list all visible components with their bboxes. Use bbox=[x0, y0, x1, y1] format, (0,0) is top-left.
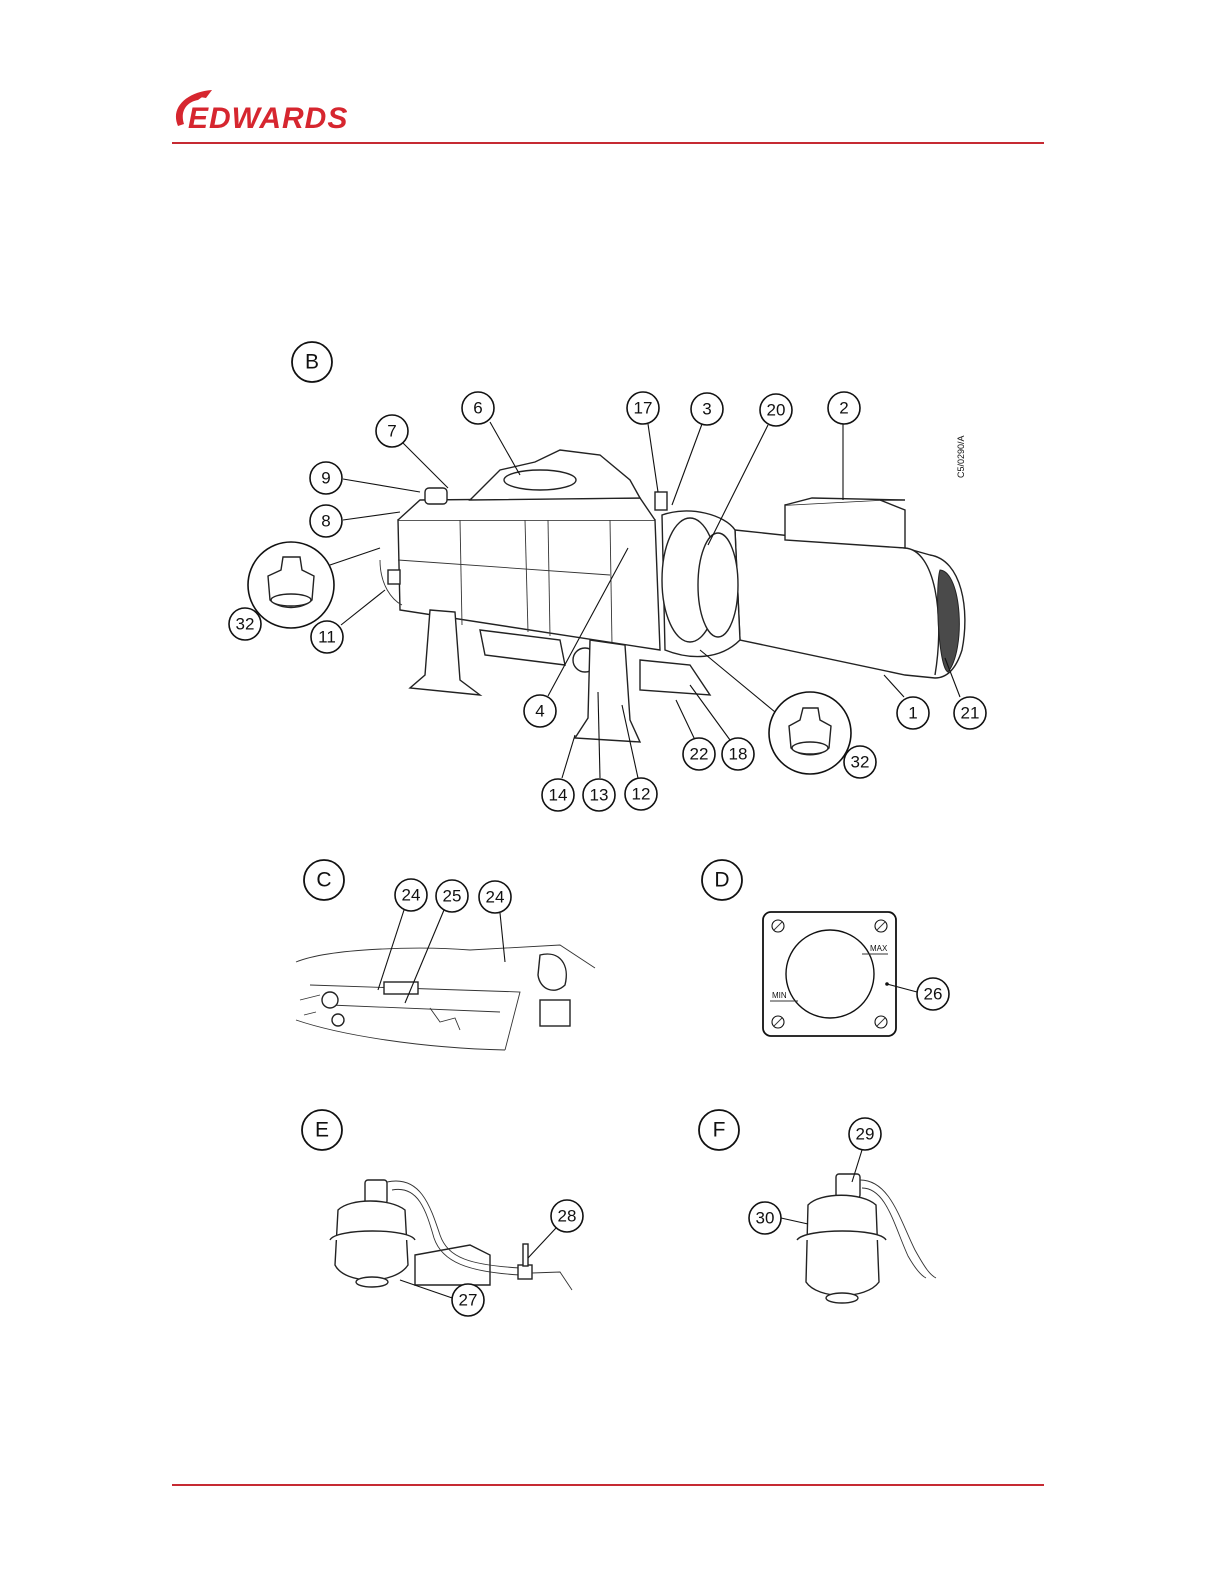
svg-text:32: 32 bbox=[236, 615, 255, 634]
svg-text:17: 17 bbox=[634, 399, 653, 418]
callout-24-left: 24 bbox=[395, 879, 427, 911]
detail-bubble-left bbox=[248, 542, 380, 628]
callout-20: 20 bbox=[760, 394, 792, 426]
panel-label-d: D bbox=[702, 860, 742, 900]
svg-text:20: 20 bbox=[767, 401, 786, 420]
svg-text:21: 21 bbox=[961, 704, 980, 723]
svg-text:13: 13 bbox=[590, 786, 609, 805]
callout-9: 9 bbox=[310, 462, 342, 494]
figure-code: C5/0290/A bbox=[956, 435, 966, 478]
svg-text:18: 18 bbox=[729, 745, 748, 764]
svg-text:14: 14 bbox=[549, 786, 568, 805]
callout-8: 8 bbox=[310, 505, 342, 537]
svg-text:D: D bbox=[714, 869, 729, 892]
callout-12: 12 bbox=[625, 778, 657, 810]
svg-text:B: B bbox=[305, 351, 319, 374]
callout-13: 13 bbox=[583, 779, 615, 811]
svg-text:25: 25 bbox=[443, 887, 462, 906]
panel-c-drawing bbox=[296, 945, 595, 1050]
callout-32-left: 32 bbox=[229, 608, 261, 640]
callout-24-right: 24 bbox=[479, 881, 511, 913]
svg-text:E: E bbox=[315, 1119, 329, 1142]
panel-f-drawing bbox=[781, 1150, 936, 1303]
max-label: MAX bbox=[870, 944, 888, 953]
panel-label-e: E bbox=[302, 1110, 342, 1150]
callout-7: 7 bbox=[376, 415, 408, 447]
callout-2: 2 bbox=[828, 392, 860, 424]
callout-11: 11 bbox=[311, 621, 343, 653]
callout-6: 6 bbox=[462, 392, 494, 424]
svg-text:27: 27 bbox=[459, 1291, 478, 1310]
callout-26: 26 bbox=[917, 978, 949, 1010]
callout-32-right: 32 bbox=[844, 746, 876, 778]
svg-text:26: 26 bbox=[924, 985, 943, 1004]
svg-text:32: 32 bbox=[851, 753, 870, 772]
svg-text:22: 22 bbox=[690, 745, 709, 764]
svg-text:2: 2 bbox=[839, 399, 848, 418]
svg-text:11: 11 bbox=[318, 628, 336, 647]
panel-label-c: C bbox=[304, 860, 344, 900]
svg-text:12: 12 bbox=[632, 785, 651, 804]
svg-text:24: 24 bbox=[486, 888, 505, 907]
callout-18: 18 bbox=[722, 738, 754, 770]
svg-text:1: 1 bbox=[908, 704, 917, 723]
callout-28: 28 bbox=[551, 1200, 583, 1232]
oil-sight-glass-drawing: MAX MIN bbox=[763, 912, 917, 1036]
svg-text:3: 3 bbox=[702, 400, 711, 419]
svg-text:9: 9 bbox=[321, 469, 330, 488]
svg-text:6: 6 bbox=[473, 399, 482, 418]
panel-label-b: B bbox=[292, 342, 332, 382]
svg-text:C: C bbox=[316, 869, 331, 892]
callout-27: 27 bbox=[452, 1284, 484, 1316]
callout-30: 30 bbox=[749, 1202, 781, 1234]
pump-assembly-drawing bbox=[380, 450, 965, 742]
svg-text:24: 24 bbox=[402, 886, 421, 905]
sight-glass-window bbox=[786, 930, 874, 1018]
callout-21: 21 bbox=[954, 697, 986, 729]
callout-29: 29 bbox=[849, 1118, 881, 1150]
callout-22: 22 bbox=[683, 738, 715, 770]
callout-4: 4 bbox=[524, 695, 556, 727]
svg-text:F: F bbox=[713, 1119, 726, 1142]
svg-text:28: 28 bbox=[558, 1207, 577, 1226]
callout-17: 17 bbox=[627, 392, 659, 424]
callout-3: 3 bbox=[691, 393, 723, 425]
svg-text:7: 7 bbox=[387, 422, 396, 441]
panel-label-f: F bbox=[699, 1110, 739, 1150]
min-label: MIN bbox=[772, 991, 787, 1000]
svg-text:29: 29 bbox=[856, 1125, 875, 1144]
callout-25: 25 bbox=[436, 880, 468, 912]
callout-1: 1 bbox=[897, 697, 929, 729]
panel-e-drawing bbox=[330, 1180, 572, 1300]
callout-14: 14 bbox=[542, 779, 574, 811]
svg-text:30: 30 bbox=[756, 1209, 775, 1228]
svg-text:4: 4 bbox=[535, 702, 544, 721]
svg-text:8: 8 bbox=[321, 512, 330, 531]
